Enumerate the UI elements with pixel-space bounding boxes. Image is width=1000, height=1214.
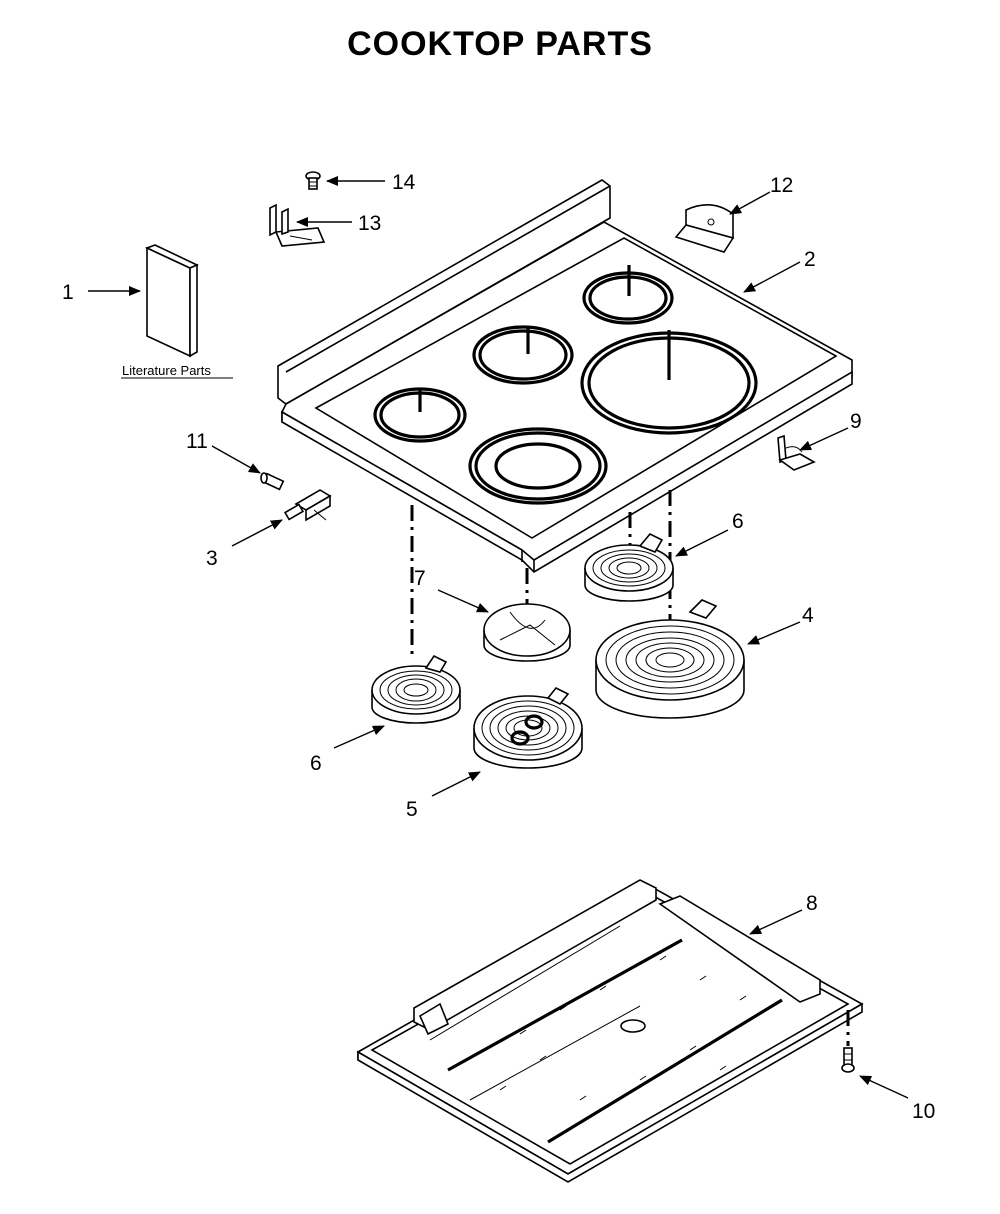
screw-part-10[interactable]	[841, 1047, 855, 1073]
callout-13[interactable]: 13	[358, 212, 381, 235]
element-small-part-6-left[interactable]	[371, 654, 461, 724]
callout-10[interactable]: 10	[912, 1100, 935, 1123]
element-dual-part-5[interactable]	[473, 686, 583, 769]
callout-2[interactable]: 2	[804, 248, 816, 271]
callout-14[interactable]: 14	[392, 171, 416, 194]
page-title: COOKTOP PARTS	[347, 25, 653, 63]
callout-3[interactable]: 3	[206, 547, 218, 570]
callout-7[interactable]: 7	[414, 567, 426, 590]
literature-parts-label[interactable]: Literature Parts	[122, 363, 211, 378]
cooktop-glass-part-2[interactable]	[277, 179, 853, 574]
callout-6-right[interactable]: 6	[732, 510, 744, 533]
callout-6-left[interactable]: 6	[310, 752, 322, 775]
clip-part-9[interactable]	[777, 434, 816, 471]
callout-5[interactable]: 5	[406, 798, 418, 821]
bracket-part-13[interactable]	[269, 203, 326, 247]
callout-9[interactable]: 9	[850, 410, 862, 433]
switch-part-3[interactable]	[283, 489, 332, 522]
screw-part-11[interactable]	[260, 472, 285, 491]
callout-4[interactable]: 4	[802, 604, 814, 627]
callout-1[interactable]: 1	[62, 281, 74, 304]
element-part-7[interactable]	[483, 603, 571, 662]
callout-11[interactable]: 11	[186, 430, 208, 453]
element-small-part-6-right[interactable]	[584, 533, 674, 602]
burner-box-part-8[interactable]	[356, 879, 864, 1183]
callout-12[interactable]: 12	[770, 174, 793, 197]
element-large-part-4[interactable]	[595, 599, 745, 719]
screw-part-14[interactable]	[305, 171, 321, 190]
literature-booklet[interactable]	[144, 244, 199, 358]
callout-8[interactable]: 8	[806, 892, 818, 915]
bracket-part-12[interactable]	[674, 204, 735, 253]
